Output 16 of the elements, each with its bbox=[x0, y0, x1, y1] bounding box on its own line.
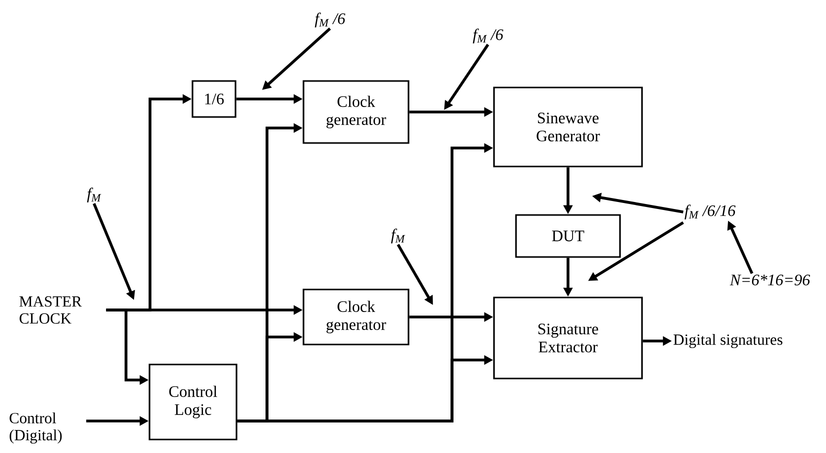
process-box: Signature Extractor bbox=[493, 296, 643, 380]
process-box: 1/6 bbox=[192, 80, 236, 118]
process-box: Sinewave Generator bbox=[493, 86, 643, 168]
process-box: Control Logic bbox=[148, 364, 238, 440]
signal-label: MASTER CLOCK bbox=[19, 296, 82, 324]
frequency-label: f$_{M}$ /6 bbox=[472, 28, 504, 44]
process-box: DUT bbox=[515, 214, 621, 258]
frequency-label: N=6*16=96 bbox=[730, 274, 810, 286]
signal-label: Control (Digital) bbox=[10, 412, 62, 444]
process-box: Clock generator bbox=[302, 288, 410, 346]
frequency-label: f$_{M}$ /6 bbox=[314, 12, 346, 28]
signal-label: Digital signatures bbox=[674, 334, 782, 348]
frequency-label: f$_{M}$ bbox=[391, 228, 406, 244]
process-box: Clock generator bbox=[302, 80, 410, 144]
frequency-label: f$_{M}$ /6/16 bbox=[684, 204, 736, 220]
frequency-label: f$_{M}$ bbox=[87, 188, 102, 202]
